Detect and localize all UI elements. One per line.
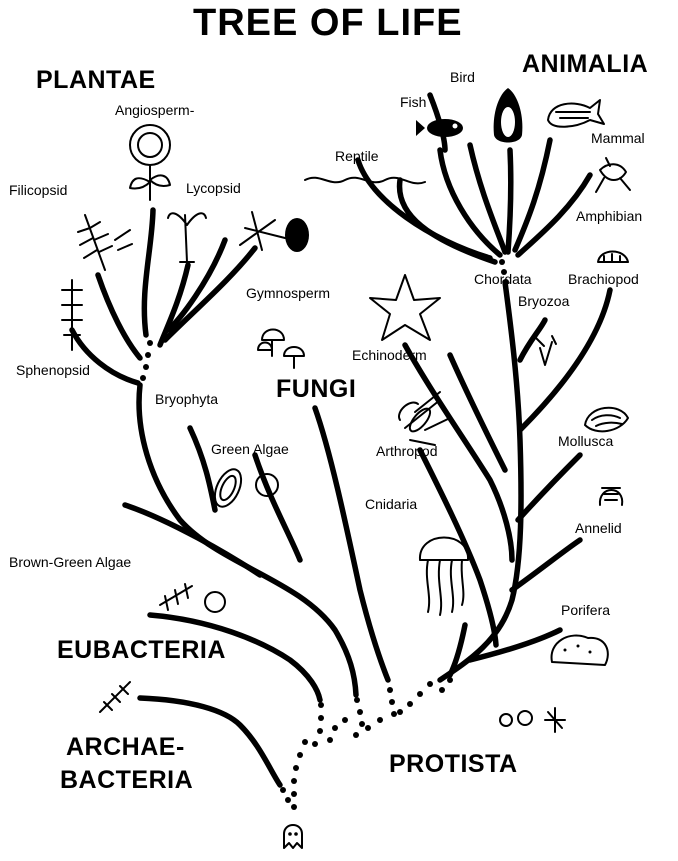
sponge-porifera-illustration xyxy=(550,634,609,666)
branch-brown-green-algae xyxy=(122,502,263,578)
group-label-amphibian: Amphibian xyxy=(576,208,643,224)
group-label-echinoderm: Echinoderm xyxy=(352,347,427,363)
group-label-filicopsid: Filicopsid xyxy=(9,182,68,198)
mushroom-illustration xyxy=(257,328,305,369)
group-label-fish: Fish xyxy=(400,94,427,110)
group-label-bryophyta: Bryophyta xyxy=(155,391,219,407)
lycopsid-tree-illustration xyxy=(167,212,207,263)
kingdom-label-eubacteria: EUBACTERIA xyxy=(57,636,226,664)
group-label-annelid: Annelid xyxy=(575,520,622,536)
group-label-mollusca: Mollusca xyxy=(558,433,614,449)
brachiopod-shell-illustration xyxy=(597,250,629,263)
branch-bird-b xyxy=(505,147,514,255)
branch-archaebacteria xyxy=(137,695,283,788)
branch-animal-trunk xyxy=(437,279,524,683)
kingdom-label-archaebacteria-line2: BACTERIA xyxy=(60,766,194,794)
branch-annelid xyxy=(509,537,583,593)
branch-amphibian xyxy=(515,172,593,258)
reptile-snake-illustration xyxy=(304,176,426,185)
branch-echinoderm-b xyxy=(447,352,508,473)
branch-plant-extra xyxy=(165,237,228,333)
kingdom-label-plantae: PLANTAE xyxy=(36,66,156,94)
branch-brachiopod xyxy=(517,287,613,433)
branch-bryozoa-stem xyxy=(517,317,548,363)
branch-gymnosperm xyxy=(162,245,258,343)
bacterium-ghost-illustration xyxy=(283,824,303,849)
group-label-brachiopod: Brachiopod xyxy=(568,271,639,287)
annelid-worm-illustration xyxy=(598,487,624,506)
angiosperm-flower-illustration xyxy=(129,124,171,201)
branch-fungi xyxy=(312,405,391,683)
branch-mollusca xyxy=(515,452,583,523)
jellyfish-cnidaria-illustration xyxy=(418,536,470,616)
kingdom-label-archaebacteria-line1: ARCHAE- xyxy=(66,733,185,761)
protista-microbes-illustration xyxy=(499,707,566,733)
group-label-reptile: Reptile xyxy=(335,148,379,164)
branch-mammal xyxy=(512,137,553,253)
group-label-mammal: Mammal xyxy=(591,130,645,146)
group-label-sphenopsid: Sphenopsid xyxy=(16,362,90,378)
kingdom-label-fungi: FUNGI xyxy=(276,375,357,403)
group-label-lycopsid: Lycopsid xyxy=(186,180,241,196)
branch-cnidaria xyxy=(447,622,468,678)
brown-green-algae-illustration xyxy=(159,583,226,613)
branch-reptile-b xyxy=(355,157,493,261)
branch-bryophyta xyxy=(187,425,218,513)
group-label-brown-green-algae: Brown-Green Algae xyxy=(9,554,132,570)
green-algae-illustration xyxy=(213,468,279,508)
mollusca-clam-illustration xyxy=(584,406,629,433)
branch-angiosperm xyxy=(141,207,156,338)
branch-green-algae xyxy=(252,452,303,563)
branch-bird xyxy=(467,142,508,255)
tree-branches xyxy=(69,92,613,788)
group-label-gymnosperm: Gymnosperm xyxy=(246,285,331,301)
dotted-connections xyxy=(140,259,509,810)
bryozoa-illustration xyxy=(535,335,557,366)
branch-arthropod xyxy=(417,447,499,648)
starfish-echinoderm-illustration xyxy=(369,274,441,341)
group-label-bryozoa: Bryozoa xyxy=(518,293,570,309)
branch-fish xyxy=(437,147,503,258)
archaebacteria-illustration xyxy=(99,681,131,713)
filicopsid-fern-illustration xyxy=(77,214,133,271)
group-label-angiosperm: Angiosperm- xyxy=(115,102,195,118)
group-label-arthropod: Arthropod xyxy=(376,443,438,459)
gymnosperm-conifer-illustration xyxy=(239,211,309,252)
group-label-chordata: Chordata xyxy=(474,271,532,287)
group-label-porifera: Porifera xyxy=(561,602,611,618)
frog-amphibian-illustration xyxy=(595,157,631,193)
branch-sphenopsid xyxy=(69,327,141,386)
penguin-bird-illustration xyxy=(493,88,523,143)
arthropod-insect-illustration xyxy=(398,391,451,446)
group-label-cnidaria: Cnidaria xyxy=(365,496,418,512)
group-label-green-algae: Green Algae xyxy=(211,441,289,457)
kingdom-label-animalia: ANIMALIA xyxy=(522,50,649,78)
branch-porifera xyxy=(467,627,563,663)
group-label-bird: Bird xyxy=(450,69,475,85)
fish-illustration xyxy=(416,119,463,137)
branch-echinoderm xyxy=(402,342,515,563)
whale-mammal-illustration xyxy=(547,99,605,128)
kingdom-label-protista: PROTISTA xyxy=(389,750,518,778)
sphenopsid-horsetail-illustration xyxy=(61,279,83,351)
branch-eubacteria xyxy=(147,612,323,703)
branch-filicopsid xyxy=(95,272,143,361)
diagram-title: TREE OF LIFE xyxy=(193,2,463,44)
